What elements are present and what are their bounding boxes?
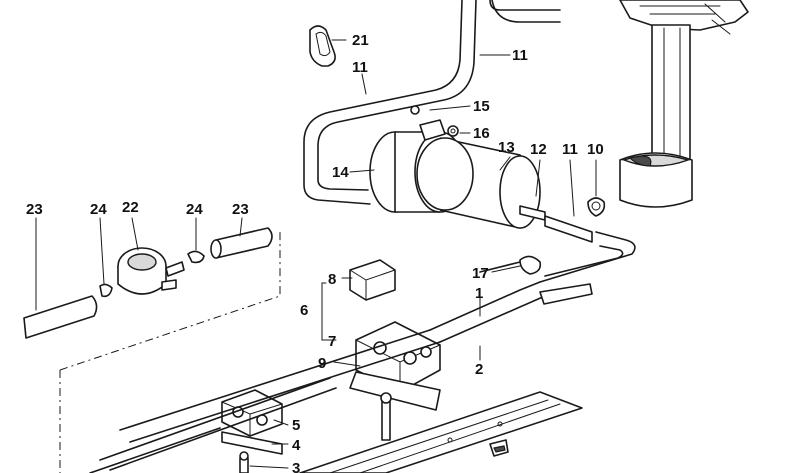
hose-clamp-10 <box>587 197 606 217</box>
label-6: 6 <box>300 302 308 319</box>
label-14: 14 <box>332 164 349 181</box>
fuel-pump-filter <box>369 105 546 229</box>
label-1: 1 <box>475 285 483 302</box>
label-12: 12 <box>530 141 547 158</box>
label-11-mid: 11 <box>562 141 578 158</box>
label-23-right: 23 <box>232 201 249 218</box>
label-3: 3 <box>292 460 300 473</box>
label-21: 21 <box>352 32 369 49</box>
fuel-tank-sender-assembly <box>619 0 749 208</box>
part-labels: 21 11 11 15 16 13 12 11 10 14 17 1 2 8 6… <box>26 32 604 473</box>
label-13: 13 <box>498 139 515 156</box>
fuel-lines-upper <box>303 0 561 205</box>
label-24-left: 24 <box>90 201 107 218</box>
label-5: 5 <box>292 417 300 434</box>
label-8: 8 <box>328 271 336 288</box>
fuel-lines-middle <box>429 215 636 343</box>
label-11-right: 11 <box>512 47 528 64</box>
label-10: 10 <box>587 141 604 158</box>
pressure-regulator-assembly <box>23 227 273 339</box>
heat-shield <box>299 391 583 473</box>
hose-clip-21 <box>309 25 336 67</box>
fuel-lines-lower <box>89 329 441 473</box>
label-11-top: 11 <box>352 59 368 76</box>
leader-lines <box>35 39 597 469</box>
mount-bracket-assembly <box>349 259 441 441</box>
label-15: 15 <box>473 98 490 115</box>
label-7: 7 <box>328 333 336 350</box>
label-22: 22 <box>122 199 139 216</box>
label-17: 17 <box>472 265 489 282</box>
label-24-right: 24 <box>186 201 203 218</box>
label-9: 9 <box>318 355 326 372</box>
label-2: 2 <box>475 361 483 378</box>
label-23-left: 23 <box>26 201 43 218</box>
boundary-lines <box>59 228 281 473</box>
label-4: 4 <box>292 437 301 454</box>
label-16: 16 <box>473 125 490 142</box>
